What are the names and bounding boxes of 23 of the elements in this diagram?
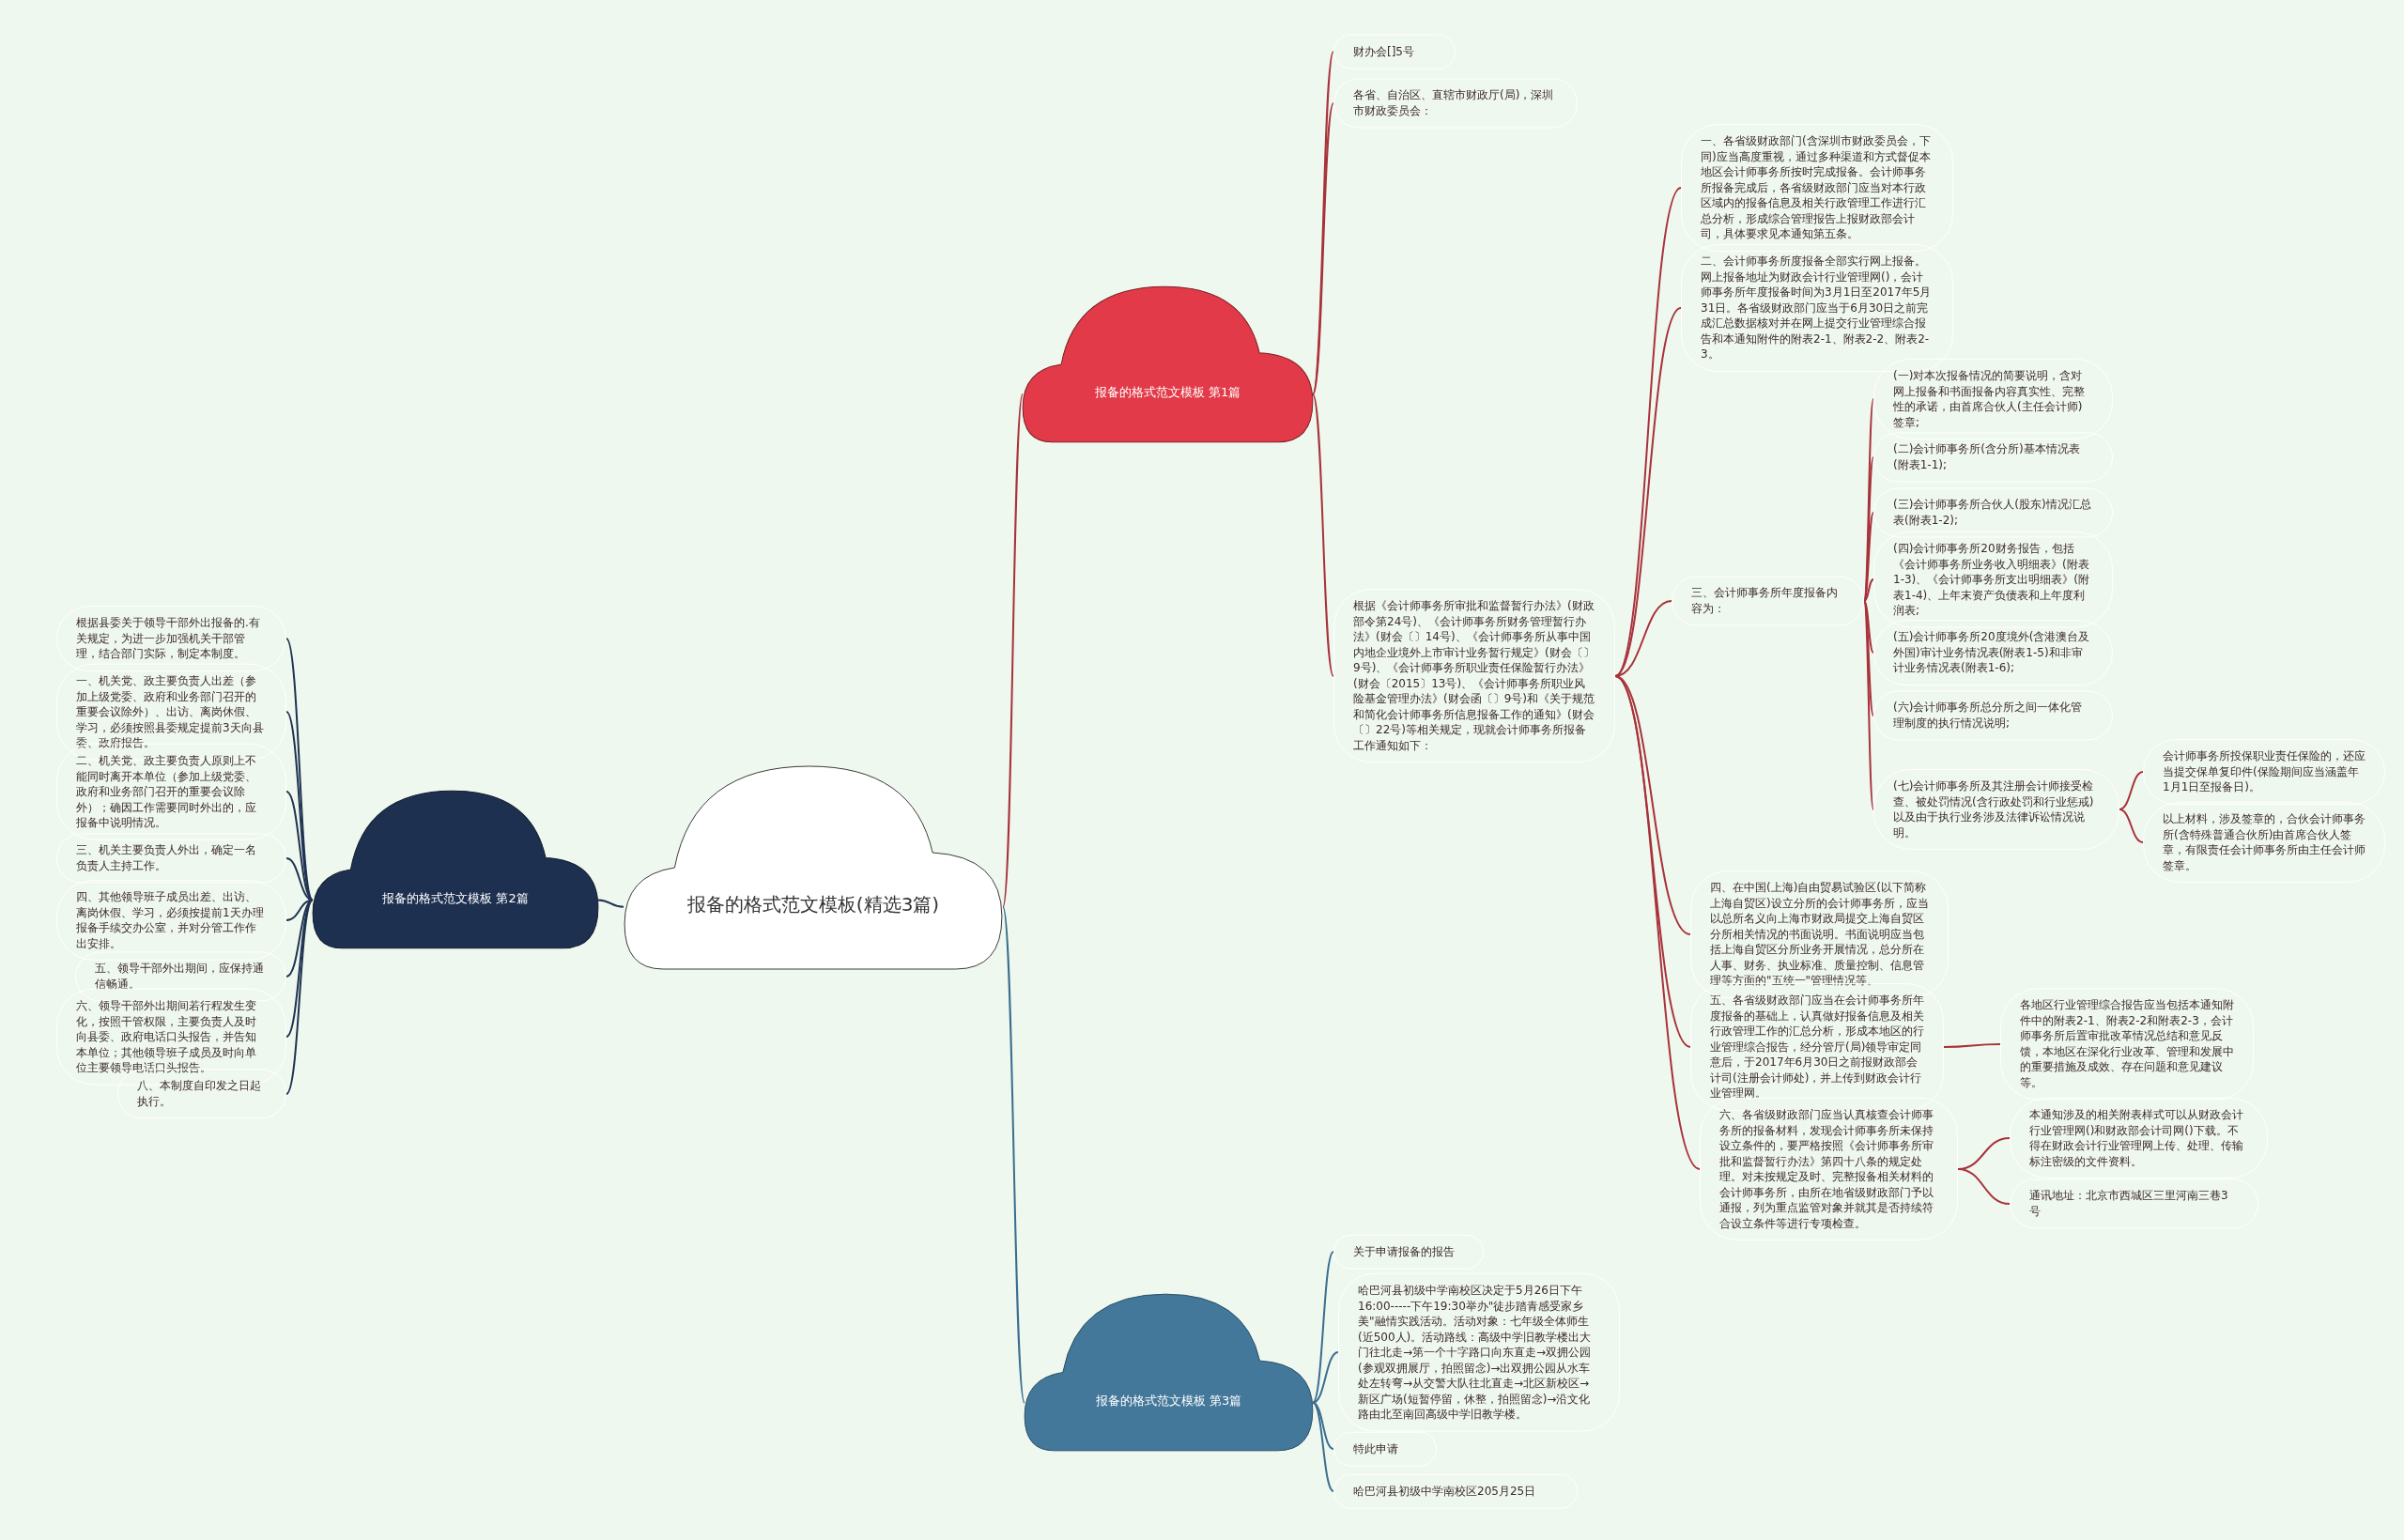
connector-line xyxy=(1614,675,1701,1170)
connector-line xyxy=(1863,578,1874,602)
connector-line xyxy=(285,711,314,901)
connector-line xyxy=(1863,456,1874,602)
text-bubble: 以上材料，涉及签章的，合伙会计师事务所(含特殊普通合伙所)由首席合伙人签章，有限责任会计师事务所由主任会计师签章。 xyxy=(2143,801,2385,884)
connector-line xyxy=(1863,600,1874,654)
connector-line xyxy=(1002,393,1024,908)
connector-line xyxy=(1312,1251,1334,1404)
connector-line xyxy=(2119,771,2144,810)
connector-line xyxy=(597,899,624,908)
connector-line xyxy=(285,899,314,1095)
connector-line xyxy=(1614,307,1682,677)
connector-line xyxy=(1002,905,1025,1404)
connector-line xyxy=(1863,512,1874,602)
connector-line xyxy=(1614,675,1691,935)
connector-line xyxy=(1312,393,1334,677)
connector-line xyxy=(1863,600,1874,810)
connector-line xyxy=(1943,1043,2001,1048)
connector-line xyxy=(1863,600,1874,716)
connector-line xyxy=(1957,1168,2011,1205)
connector-line xyxy=(2119,808,2144,843)
connector-line xyxy=(1312,1351,1339,1404)
connector-line xyxy=(1312,1401,1334,1492)
